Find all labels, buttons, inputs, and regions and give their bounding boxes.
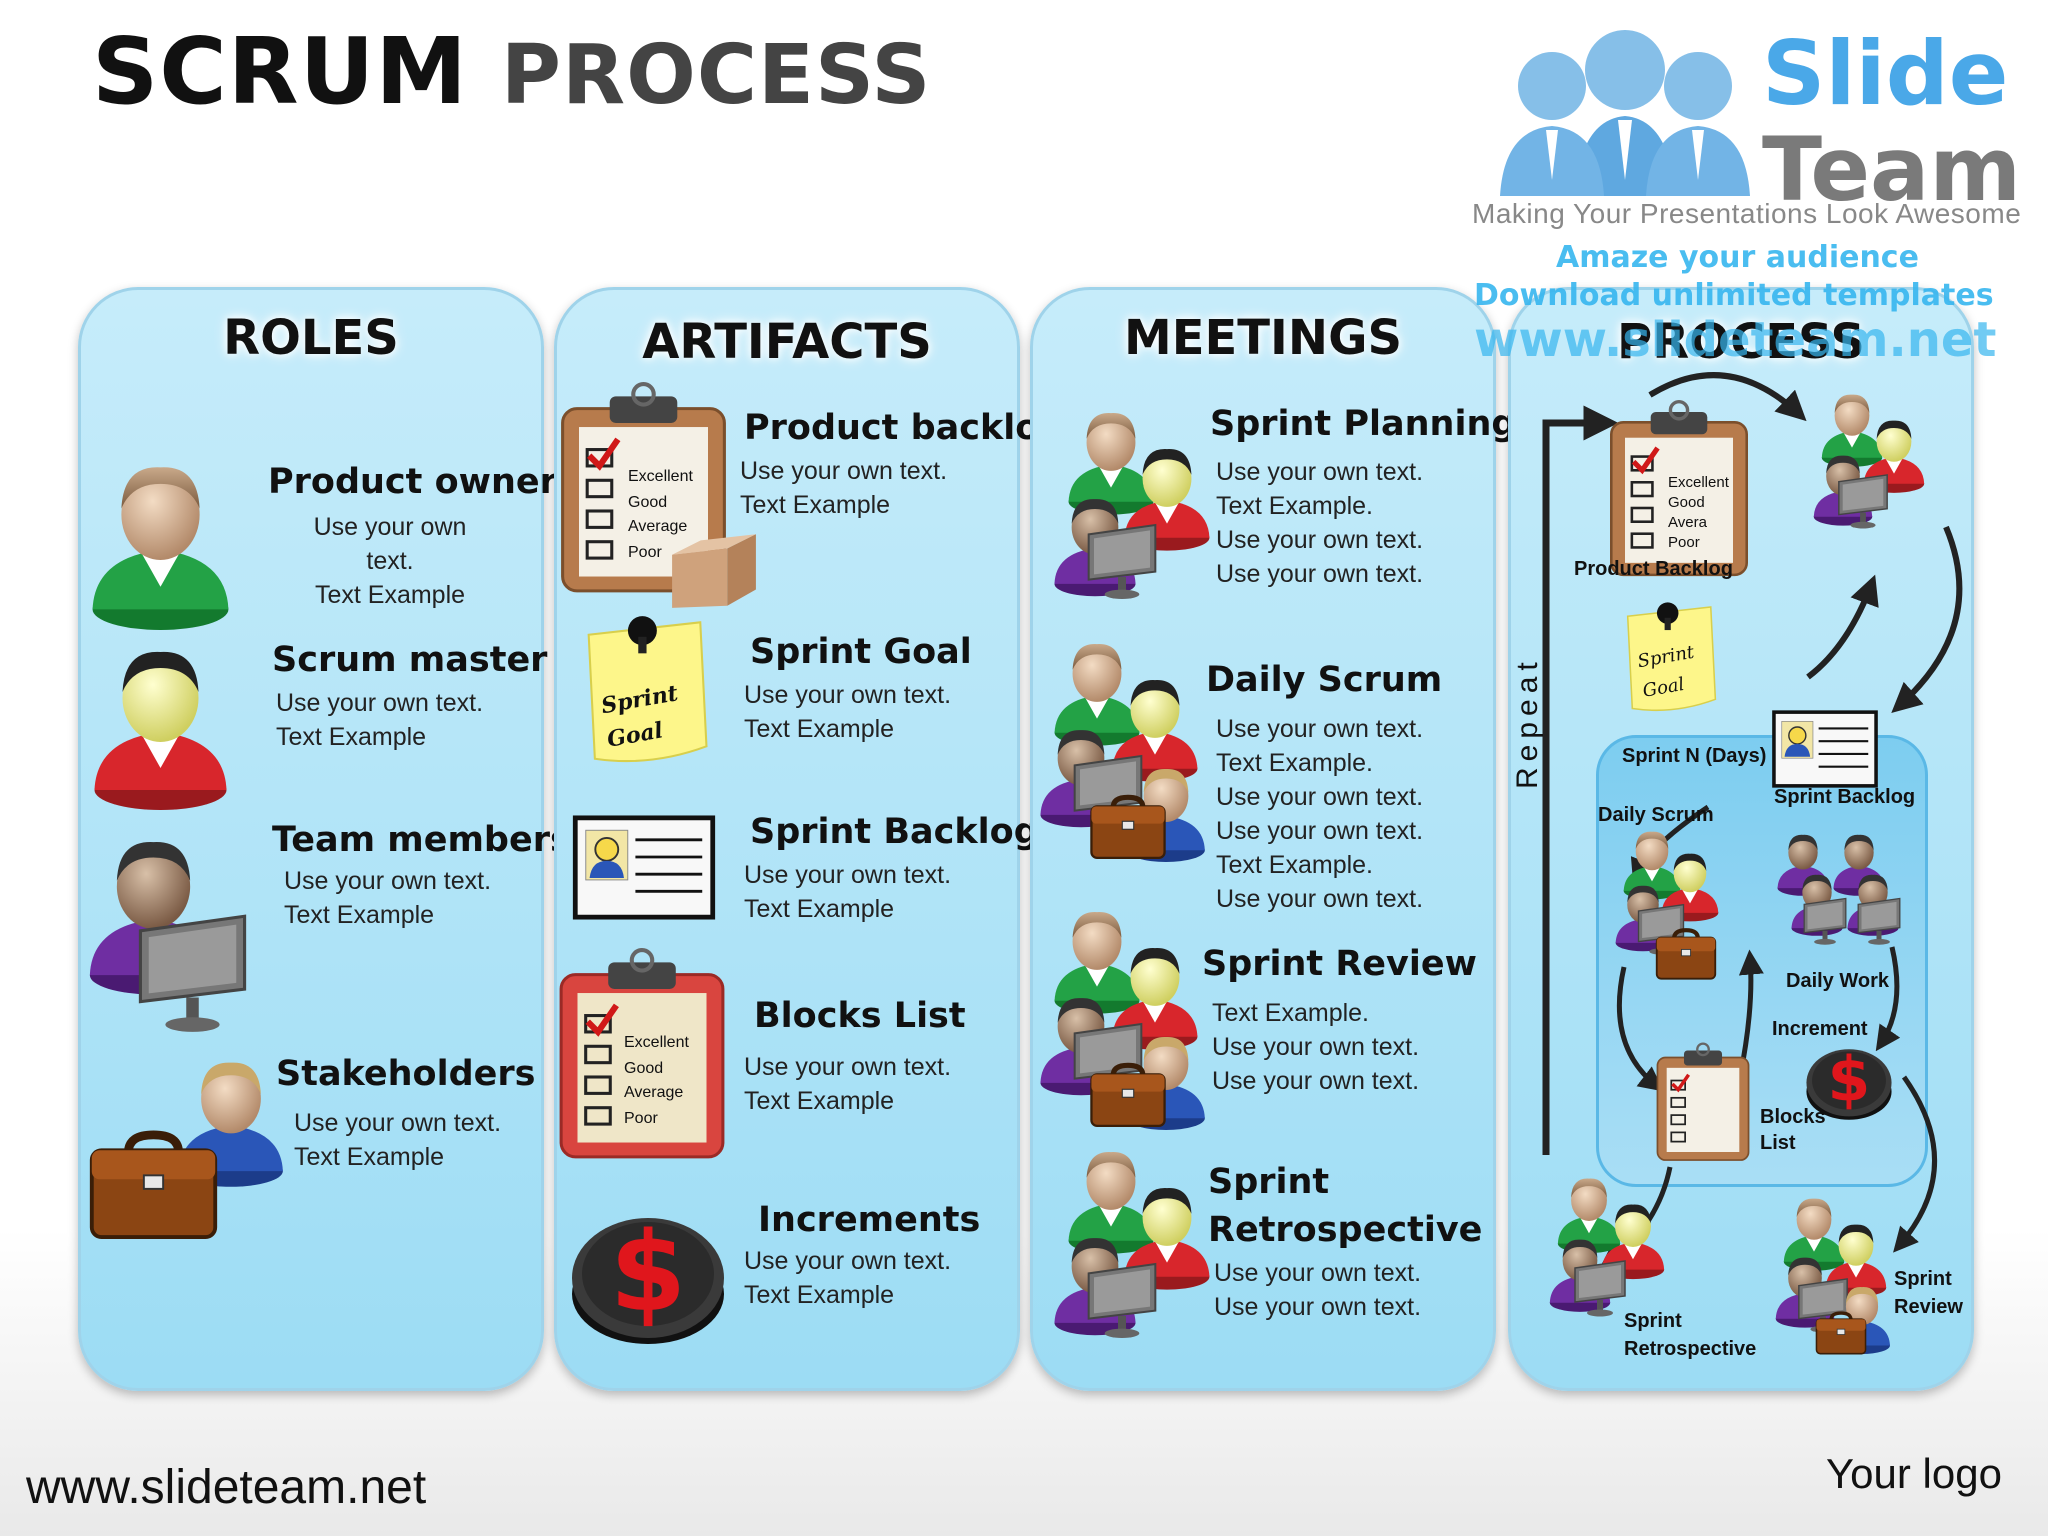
- artifact-body-increments: Use your own text. Text Example: [744, 1247, 952, 1309]
- artifact-body-sprint-backlog: Use your own text. Text Example: [744, 861, 952, 923]
- footer-logo-placeholder: Your logo: [1826, 1450, 2002, 1497]
- product-owner-person-icon: [88, 455, 233, 630]
- process-checklist-poor: Poor: [1668, 534, 1700, 551]
- meeting-title-sprint-retrospective-line2: Retrospective: [1208, 1210, 1483, 1250]
- process-team-planning-icon: [1812, 388, 1932, 558]
- team-icon: [1052, 1144, 1222, 1354]
- logo-word-slide: Slide: [1762, 22, 2009, 125]
- meeting-body-sprint-review: Text Example. Use your own text. Use you…: [1212, 999, 1420, 1095]
- process-heading: PROCESS: [1617, 314, 1865, 370]
- checklist-item-poor: Poor: [628, 544, 662, 561]
- process-label-increment: Increment: [1772, 1018, 1868, 1040]
- sticky-note-text: Sprint Goal: [599, 680, 680, 753]
- repeat-label: Repeat: [1511, 656, 1544, 789]
- watermark-line2: Download unlimited templates: [1474, 278, 1994, 313]
- briefcase-icon: [86, 1115, 221, 1255]
- blocks-checklist-item-average: Average: [624, 1084, 684, 1101]
- box-icon: [668, 528, 760, 610]
- role-body-scrum-master: Use your own text. Text Example: [276, 689, 484, 751]
- artifact-title-increments: Increments: [758, 1200, 981, 1240]
- meeting-title-sprint-retrospective-line1: Sprint: [1208, 1162, 1330, 1202]
- team-icon: [1052, 405, 1222, 605]
- artifact-title-sprint-backlog: Sprint Backlog: [750, 812, 1039, 852]
- artifact-title-blocks-list: Blocks List: [754, 996, 966, 1036]
- checklist-item-excellent: Excellent: [628, 468, 693, 485]
- role-title-scrum-master: Scrum master: [272, 640, 548, 680]
- process-label-sprint-review-2: Review: [1894, 1296, 1963, 1318]
- process-blocks-list-clipboard-icon: [1654, 1036, 1752, 1170]
- process-label-sprint-review-1: Sprint: [1894, 1268, 1952, 1290]
- artifact-title-product-backlog: Product backlog: [744, 408, 1065, 448]
- watermark-line3: www.slideteam.net: [1474, 312, 1997, 368]
- process-team-review-icon: [1774, 1192, 1904, 1362]
- process-label-product-backlog: Product Backlog: [1574, 558, 1733, 580]
- meeting-title-sprint-review: Sprint Review: [1202, 944, 1477, 984]
- role-title-stakeholders: Stakeholders: [276, 1054, 536, 1094]
- process-label-daily-scrum: Daily Scrum: [1598, 804, 1714, 826]
- process-team-daily-scrum-icon: [1614, 826, 1734, 986]
- blocks-checklist-item-excellent: Excellent: [624, 1034, 689, 1051]
- process-sprint-goal-note-text: Sprint Goal: [1635, 641, 1696, 702]
- role-body-product-owner: Use your own text. Text Example: [313, 513, 467, 609]
- artifacts-heading: ARTIFACTS: [642, 314, 932, 370]
- process-label-daily-work: Daily Work: [1786, 970, 1889, 992]
- blocks-checklist-item-poor: Poor: [624, 1110, 658, 1127]
- team-icon: [1038, 636, 1218, 866]
- blocks-list-clipboard-icon: [552, 948, 732, 1163]
- meeting-body-daily-scrum: Use your own text. Text Example. Use you…: [1216, 715, 1424, 913]
- meeting-body-sprint-retrospective: Use your own text. Use your own text.: [1214, 1259, 1422, 1321]
- title-part1: SCRUM: [92, 18, 468, 125]
- footer-url: www.slideteam.net: [26, 1461, 427, 1514]
- meeting-title-daily-scrum: Daily Scrum: [1206, 660, 1443, 700]
- logo-word-team: Team: [1762, 118, 2022, 221]
- process-label-sprint-n-days: Sprint N (Days): [1622, 745, 1767, 767]
- team-icon: [1038, 904, 1218, 1134]
- meeting-title-sprint-planning: Sprint Planning: [1210, 404, 1517, 444]
- role-body-stakeholders: Use your own text. Text Example: [294, 1109, 502, 1171]
- roles-heading: ROLES: [223, 310, 399, 366]
- page-title: SCRUM PROCESS: [92, 18, 931, 125]
- checklist-item-good: Good: [628, 494, 668, 511]
- process-label-list: List: [1760, 1132, 1796, 1154]
- process-label-sprint-retrospective-1: Sprint: [1624, 1310, 1682, 1332]
- scrum-master-person-icon: [88, 640, 233, 810]
- checklist-item-average: Average: [628, 518, 688, 535]
- process-checklist-excellent: Excellent: [1668, 474, 1729, 491]
- process-checklist-average: Avera: [1668, 514, 1707, 531]
- artifact-title-sprint-goal: Sprint Goal: [750, 632, 972, 672]
- title-part2: PROCESS: [500, 28, 932, 123]
- logo-tagline: Making Your Presentations Look Awesome: [1472, 198, 2022, 229]
- process-sprint-backlog-card-icon: [1770, 710, 1880, 788]
- process-checklist-good: Good: [1668, 494, 1705, 511]
- id-card-icon: [568, 815, 720, 920]
- process-label-sprint-backlog: Sprint Backlog: [1774, 786, 1916, 808]
- role-body-team-members: Use your own text. Text Example: [284, 867, 492, 929]
- artifact-body-blocks-list: Use your own text. Text Example: [744, 1053, 952, 1115]
- artifact-body-sprint-goal: Use your own text. Text Example: [744, 681, 952, 743]
- dollar-coin-icon: [568, 1198, 728, 1348]
- slideteam-logo-icon: [1500, 30, 1750, 196]
- watermark-line1: Amaze your audience: [1556, 240, 1919, 275]
- artifact-body-product-backlog: Use your own text. Text Example: [740, 457, 948, 519]
- meeting-body-sprint-planning: Use your own text. Text Example. Use you…: [1216, 458, 1424, 588]
- role-title-product-owner: Product owner: [268, 462, 557, 502]
- process-label-blocks: Blocks: [1760, 1106, 1826, 1128]
- monitor-icon: [130, 910, 255, 1035]
- meetings-heading: MEETINGS: [1123, 310, 1403, 366]
- process-team-daily-work-icon: [1776, 830, 1906, 970]
- blocks-checklist-item-good: Good: [624, 1060, 664, 1077]
- process-label-sprint-retrospective-2: Retrospective: [1624, 1338, 1757, 1360]
- role-title-team-members: Team members: [272, 820, 571, 860]
